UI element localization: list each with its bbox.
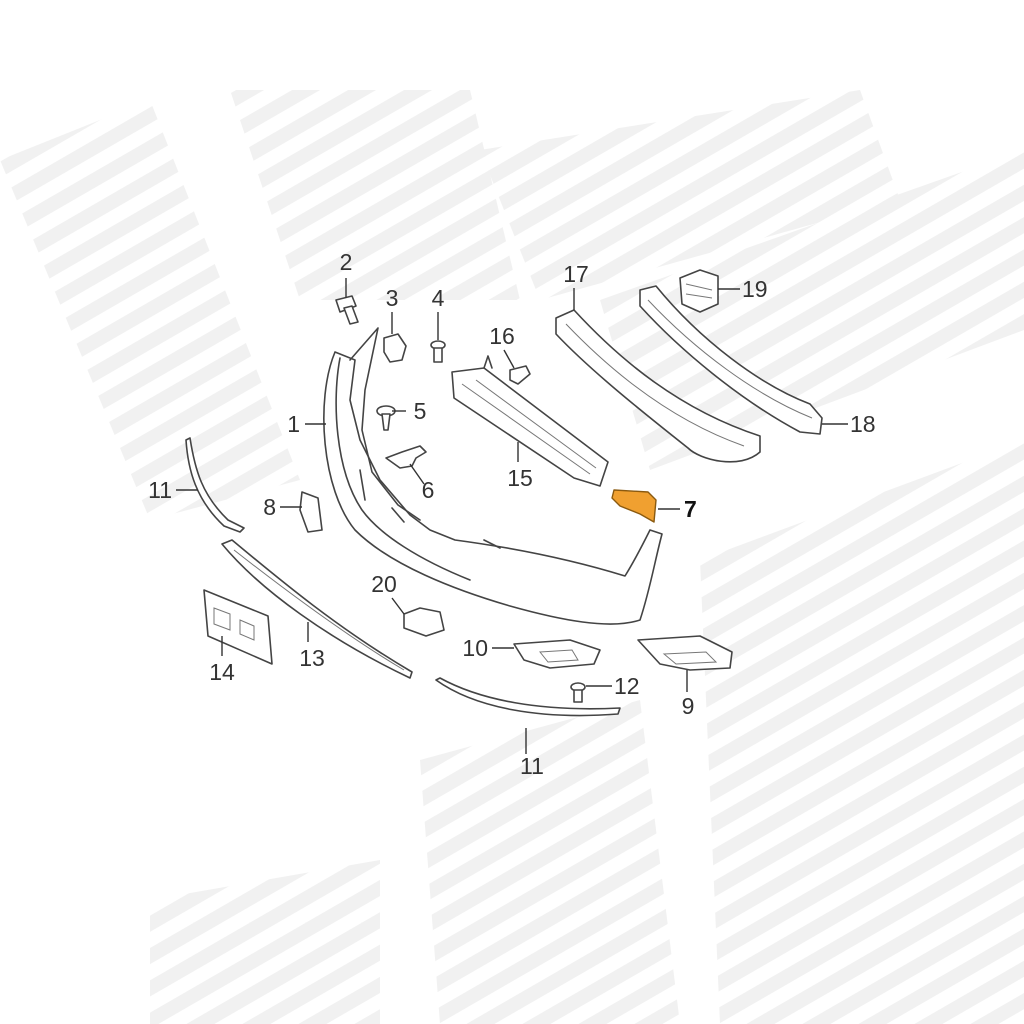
part-8-plate bbox=[299, 491, 323, 533]
part-9-bezel bbox=[637, 635, 733, 671]
callout-7-highlighted: 7 bbox=[684, 496, 697, 522]
part-1-bumper-cover bbox=[323, 327, 663, 625]
part-12-screw bbox=[570, 682, 586, 703]
part-13-lower-grille bbox=[221, 539, 413, 679]
callout-6: 6 bbox=[422, 477, 435, 503]
callout-11-lower: 11 bbox=[520, 753, 544, 779]
callout-11-upper: 11 bbox=[148, 477, 172, 503]
callout-19: 19 bbox=[742, 276, 768, 302]
part-5-push-clip bbox=[376, 405, 396, 431]
callout-12: 12 bbox=[614, 673, 640, 699]
callout-10: 10 bbox=[462, 635, 488, 661]
part-10-bezel bbox=[513, 639, 601, 669]
callout-2: 2 bbox=[340, 249, 353, 275]
callout-15: 15 bbox=[507, 465, 533, 491]
part-16-clip bbox=[509, 365, 531, 385]
part-11-molding-side bbox=[185, 437, 245, 533]
callout-8: 8 bbox=[263, 494, 276, 520]
leader-lines bbox=[176, 278, 848, 754]
callout-4: 4 bbox=[432, 285, 445, 311]
part-3-clip bbox=[383, 333, 407, 363]
part-11-molding-lower bbox=[435, 677, 621, 717]
part-15-absorber bbox=[451, 355, 609, 487]
part-14-license-bracket bbox=[203, 589, 273, 665]
callout-1: 1 bbox=[287, 411, 300, 437]
part-2-screw bbox=[335, 295, 359, 325]
part-18-reinforcement-beam bbox=[639, 285, 823, 435]
callout-18: 18 bbox=[850, 411, 876, 437]
callout-20: 20 bbox=[371, 571, 397, 597]
part-6-bracket bbox=[385, 445, 427, 469]
callout-17: 17 bbox=[563, 261, 589, 287]
watermark bbox=[0, 90, 1024, 1024]
callout-16: 16 bbox=[489, 323, 515, 349]
callout-13: 13 bbox=[299, 645, 325, 671]
callout-9: 9 bbox=[682, 693, 695, 719]
part-19-connector bbox=[679, 269, 719, 313]
part-17-energy-absorber bbox=[555, 309, 761, 463]
part-4-bolt bbox=[430, 340, 446, 363]
callout-3: 3 bbox=[386, 285, 399, 311]
callout-5: 5 bbox=[414, 398, 427, 424]
callout-14: 14 bbox=[209, 659, 235, 685]
part-20-sensor bbox=[403, 607, 445, 637]
part-7-bracket-highlighted bbox=[611, 489, 657, 523]
callout-labels: 2 3 4 16 17 19 1 5 18 11 6 15 8 7 20 10 … bbox=[148, 249, 875, 779]
